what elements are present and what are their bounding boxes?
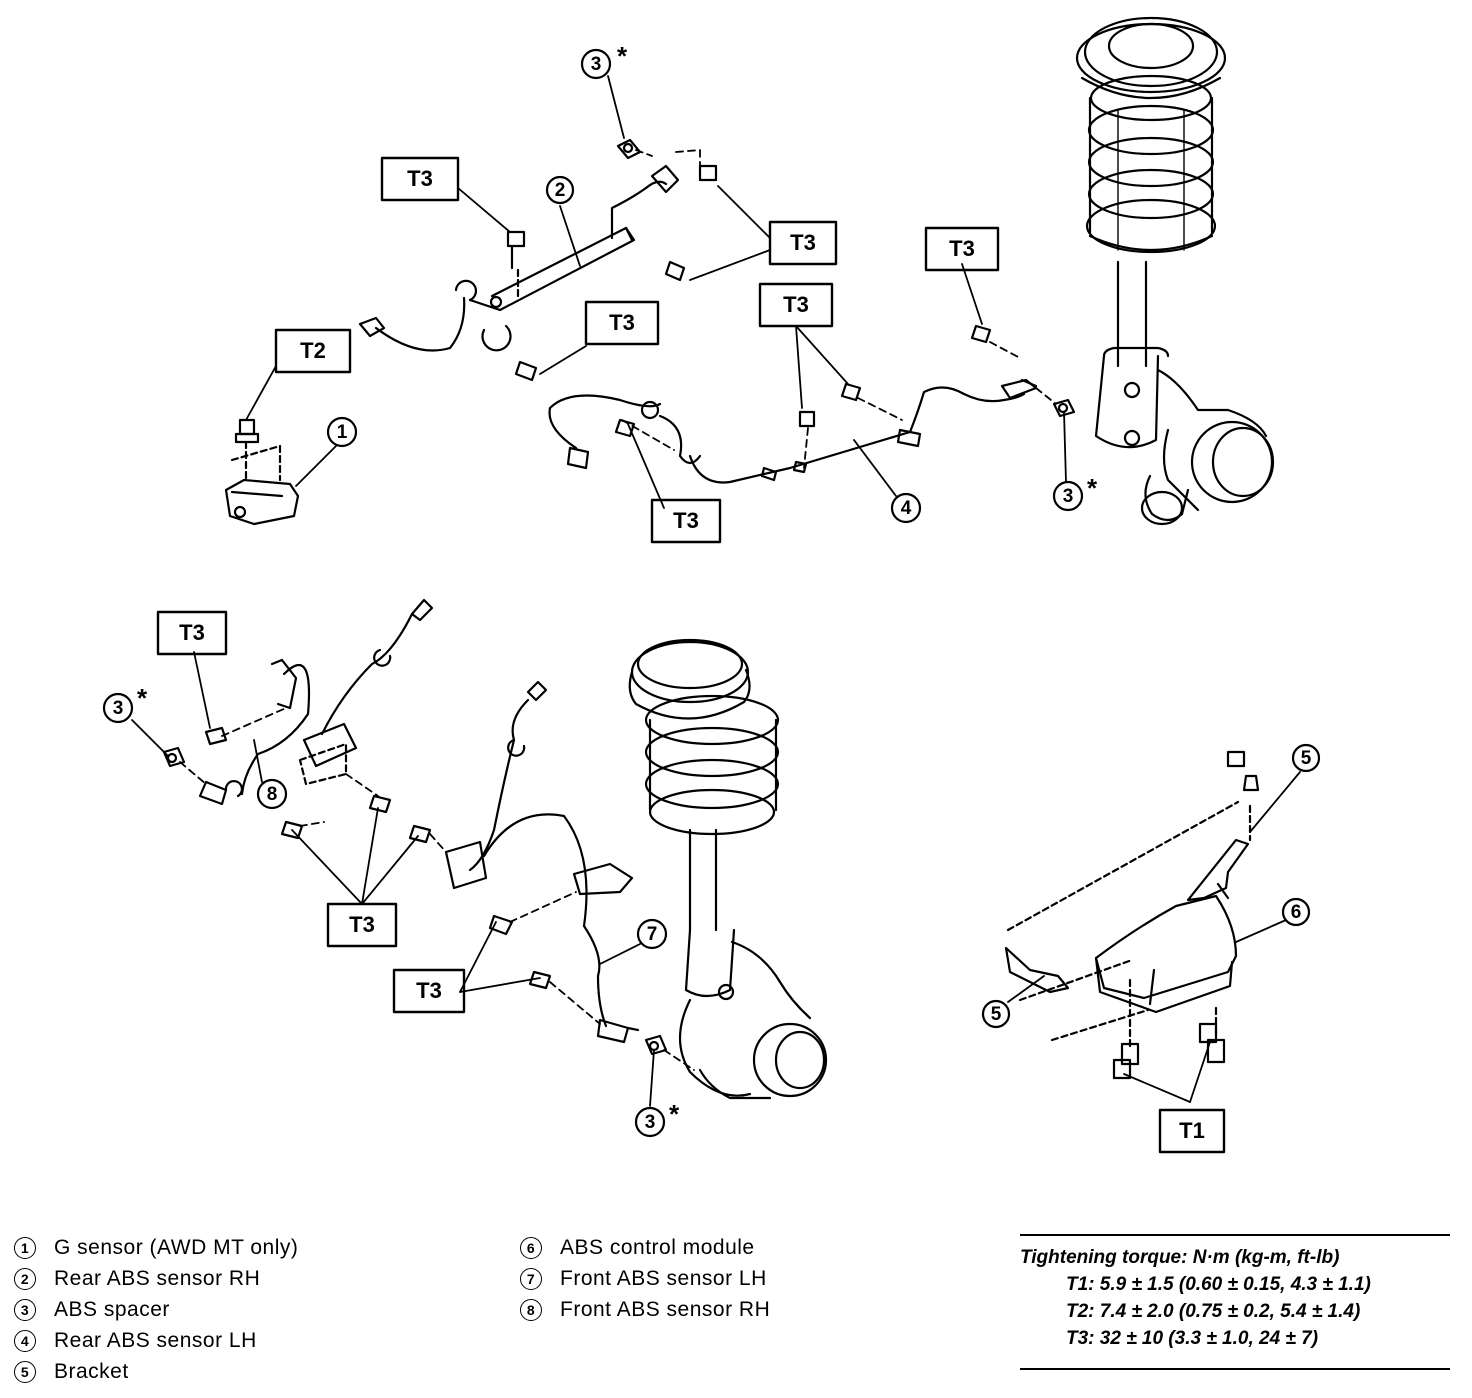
torque-t3: T3: 32 ± 10 (3.3 ± 1.0, 24 ± 7) bbox=[1066, 1328, 1319, 1349]
legend-item: 6 ABS control module bbox=[520, 1232, 770, 1263]
asterisk-mark: * bbox=[137, 683, 148, 713]
callout-3: 3 bbox=[113, 698, 124, 719]
legend-number: 6 bbox=[520, 1236, 542, 1259]
parts-legend-middle: 6 ABS control module 7 Front ABS sensor LH… bbox=[520, 1232, 770, 1325]
rear-abs-sensor-rh-part bbox=[358, 164, 680, 352]
abs-spacers bbox=[162, 138, 1076, 1056]
callout-6: 6 bbox=[1291, 902, 1302, 923]
legend-text: Rear ABS sensor RH bbox=[54, 1267, 261, 1290]
legend-text: ABS spacer bbox=[54, 1298, 170, 1321]
legend-number: 1 bbox=[14, 1236, 36, 1259]
label-frames bbox=[156, 156, 1226, 1154]
callout-3: 3 bbox=[645, 1112, 656, 1133]
torque-tag-t3: T3 bbox=[416, 978, 442, 1003]
legend-item: 4 Rear ABS sensor LH bbox=[14, 1325, 298, 1356]
legend-item: 5 Bracket bbox=[14, 1356, 298, 1387]
legend-number: 3 bbox=[14, 1298, 36, 1321]
number-circles bbox=[102, 48, 1321, 1138]
torque-t2: T2: 7.4 ± 2.0 (0.75 ± 0.2, 5.4 ± 1.4) bbox=[1066, 1301, 1361, 1322]
callout-3: 3 bbox=[1063, 486, 1074, 507]
legend-text: G sensor (AWD MT only) bbox=[54, 1236, 299, 1259]
torque-tag-t3: T3 bbox=[949, 236, 975, 261]
abs-control-module-part bbox=[1004, 774, 1260, 1066]
torque-t1: T1: 5.9 ± 1.5 (0.60 ± 0.15, 4.3 ± 1.1) bbox=[1066, 1274, 1371, 1295]
asterisk-mark: * bbox=[669, 1099, 680, 1129]
legend-number: 7 bbox=[520, 1267, 542, 1290]
callout-5: 5 bbox=[1301, 748, 1312, 769]
legend-item: 8 Front ABS sensor RH bbox=[520, 1294, 770, 1325]
legend-item: 2 Rear ABS sensor RH bbox=[14, 1263, 298, 1294]
torque-tag-t3: T3 bbox=[609, 310, 635, 335]
g-sensor-part bbox=[224, 418, 300, 526]
rear-strut-assembly bbox=[1075, 16, 1275, 526]
callout-2: 2 bbox=[555, 180, 566, 201]
legend-text: Front ABS sensor LH bbox=[560, 1267, 767, 1290]
torque-tag-t3: T3 bbox=[407, 166, 433, 191]
legend-text: ABS control module bbox=[560, 1236, 755, 1259]
bolts bbox=[204, 164, 1246, 1080]
legend-text: Bracket bbox=[54, 1360, 129, 1383]
legend-number: 2 bbox=[14, 1267, 36, 1290]
torque-tag-t2: T2 bbox=[300, 338, 326, 363]
front-strut-assembly bbox=[628, 638, 828, 1100]
legend-number: 4 bbox=[14, 1329, 36, 1352]
front-abs-sensor-lh-part bbox=[444, 680, 640, 1044]
callout-1: 1 bbox=[337, 422, 348, 443]
asterisk-mark: * bbox=[617, 41, 628, 71]
legend-text: Rear ABS sensor LH bbox=[54, 1329, 257, 1352]
legend-number: 5 bbox=[14, 1360, 36, 1383]
torque-tag-t3: T3 bbox=[349, 912, 375, 937]
callout-3: 3 bbox=[591, 54, 602, 75]
legend-item: 1 G sensor (AWD MT only) bbox=[14, 1232, 298, 1263]
torque-title: Tightening torque: N·m (kg-m, ft-lb) bbox=[1020, 1247, 1340, 1268]
leader-lines bbox=[131, 75, 1301, 1107]
rear-abs-sensor-lh-part bbox=[548, 378, 1038, 484]
torque-tag-t3: T3 bbox=[673, 508, 699, 533]
torque-tag-t3: T3 bbox=[790, 230, 816, 255]
tightening-torque-table: Tightening torque: N·m (kg-m, ft-lb) T1:… bbox=[1020, 1234, 1450, 1370]
legend-item: 7 Front ABS sensor LH bbox=[520, 1263, 770, 1294]
front-abs-sensor-rh-part bbox=[198, 598, 434, 806]
assembly-dashed-lines bbox=[179, 149, 1057, 1071]
torque-tag-t3: T3 bbox=[783, 292, 809, 317]
torque-tag-t1: T1 bbox=[1179, 1118, 1205, 1143]
asterisk-mark: * bbox=[1087, 473, 1098, 503]
legend-text: Front ABS sensor RH bbox=[560, 1298, 771, 1321]
legend-item: 3 ABS spacer bbox=[14, 1294, 298, 1325]
callout-8: 8 bbox=[267, 784, 278, 805]
callout-7: 7 bbox=[647, 924, 658, 945]
callout-4: 4 bbox=[901, 498, 912, 519]
torque-tag-t3: T3 bbox=[179, 620, 205, 645]
legend-number: 8 bbox=[520, 1298, 542, 1321]
callout-5: 5 bbox=[991, 1004, 1002, 1025]
